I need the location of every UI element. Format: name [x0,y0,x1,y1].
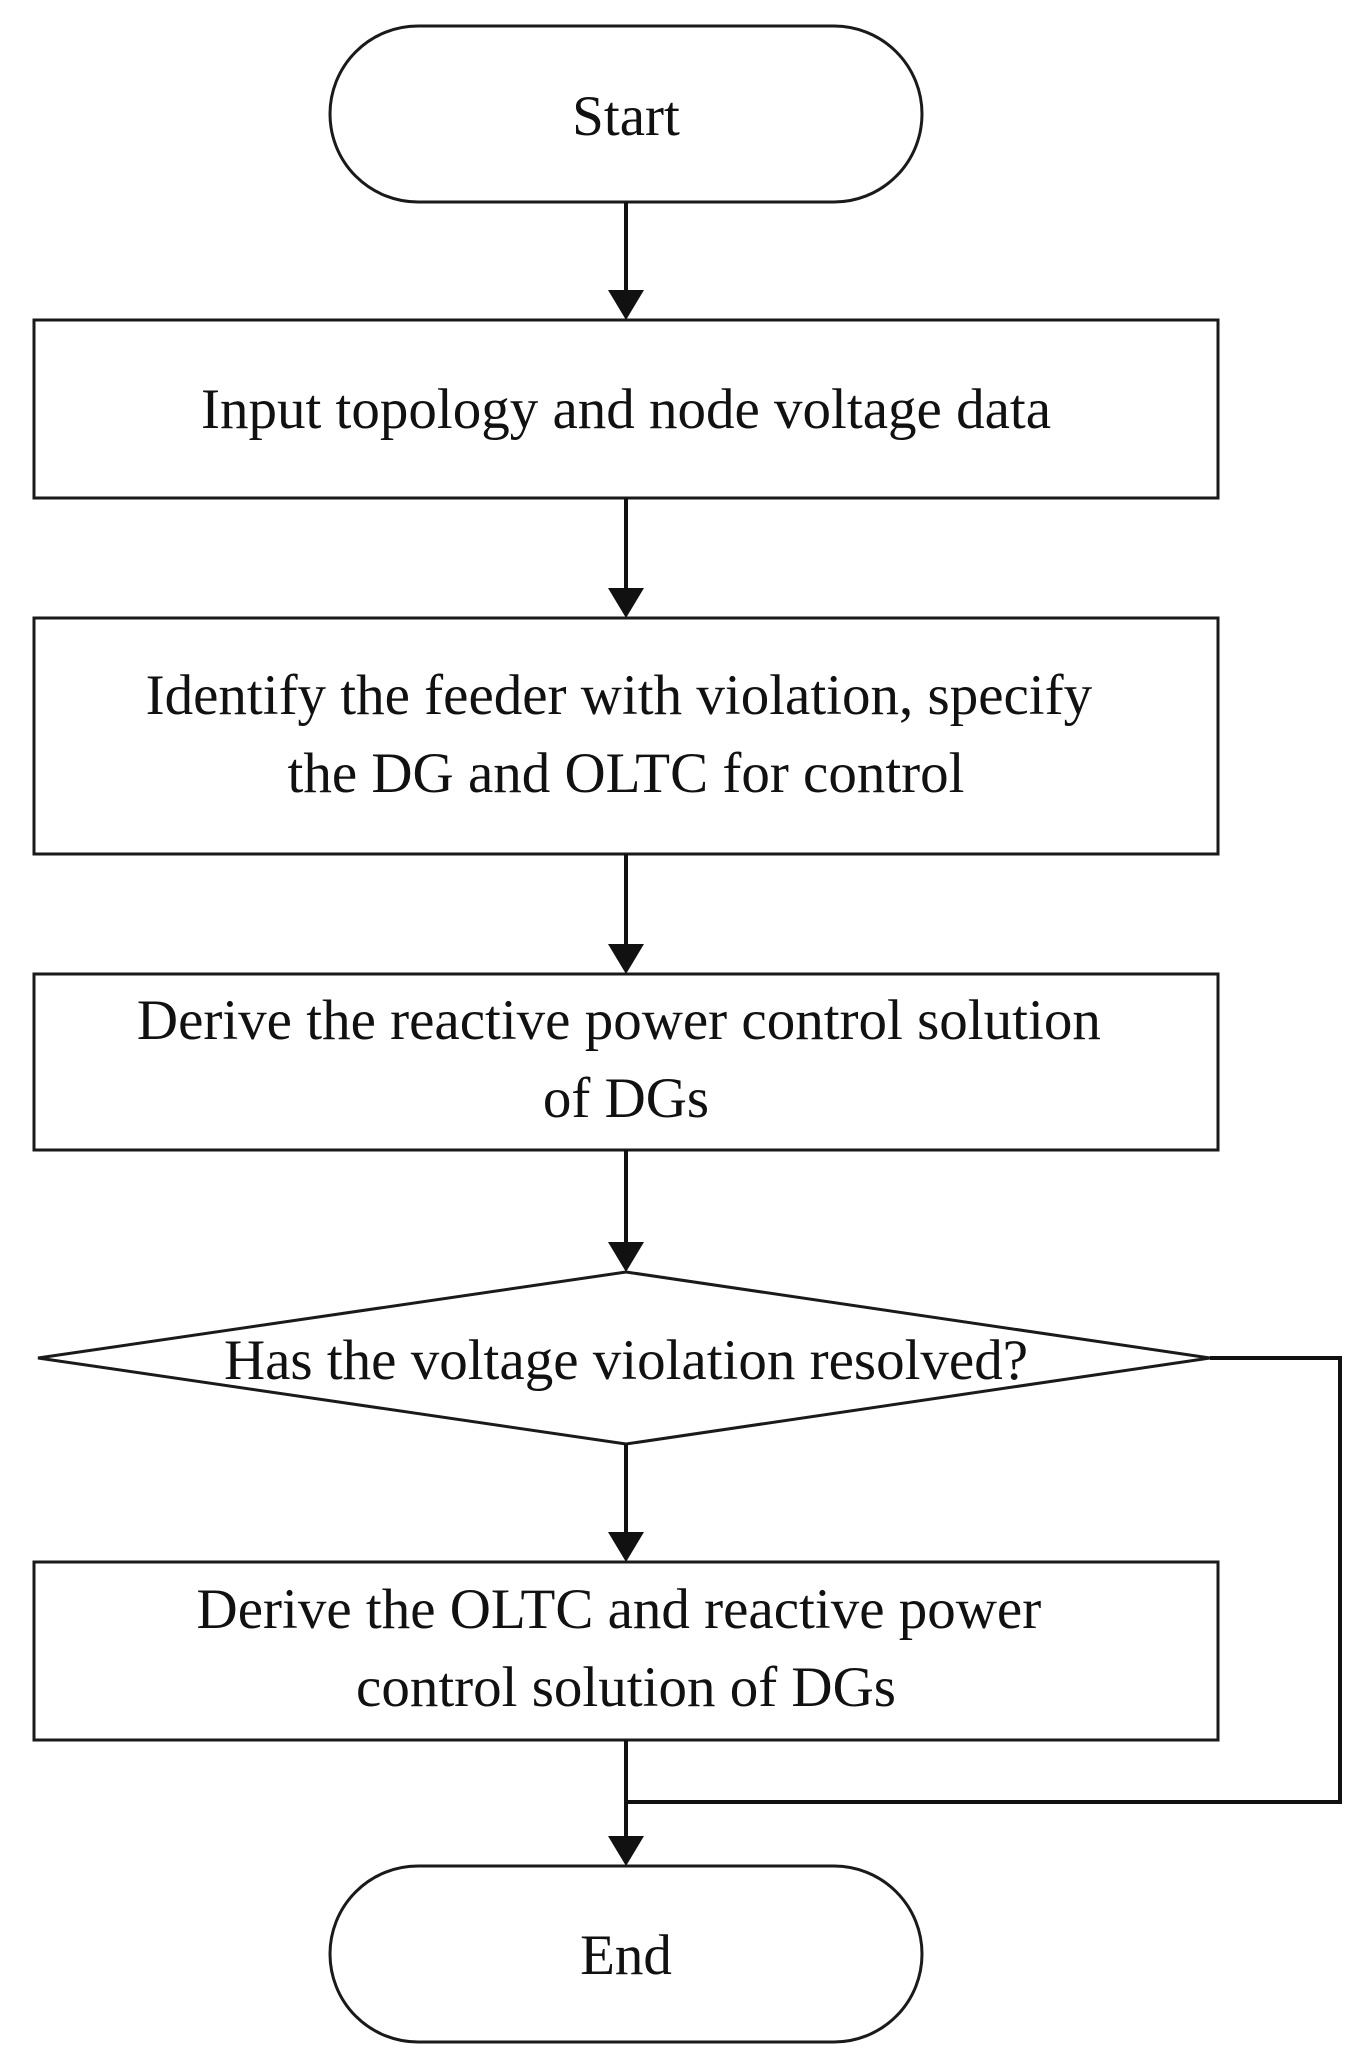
step-reactive-power: Derive the reactive power control soluti… [32,972,1220,1152]
bypass-connector [626,1356,1342,1804]
arrow-reactive-to-decision [608,1150,644,1272]
step-identify-line-1: Identify the feeder with violation, spec… [146,664,1093,727]
step-input-line-1: Input topology and node voltage data [201,378,1051,441]
step-oltc-line-2: control solution of DGs [356,1656,896,1719]
step-input-data: Input topology and node voltage data [32,318,1220,500]
arrow-input-to-identify [608,498,644,618]
start-label: Start [572,85,680,148]
step-reactive-line-1: Derive the reactive power control soluti… [137,989,1101,1052]
end-label: End [580,1924,672,1987]
step-oltc-line-1: Derive the OLTC and reactive power [197,1578,1042,1641]
step-oltc-label: Derive the OLTC and reactive power contr… [197,1578,1056,1719]
step-reactive-line-2: of DGs [543,1067,709,1130]
end-node: End [328,1864,924,2044]
decision-label: Has the voltage violation resolved? [224,1329,1028,1392]
start-node: Start [328,24,924,204]
step-identify-label: Identify the feeder with violation, spec… [146,664,1107,805]
step-identify-feeder: Identify the feeder with violation, spec… [32,616,1220,856]
step-input-label: Input topology and node voltage data [201,378,1051,441]
arrow-oltc-to-end [608,1740,644,1866]
step-identify-line-2: the DG and OLTC for control [287,742,964,805]
arrow-decision-to-oltc [608,1444,644,1562]
arrow-start-to-input [608,202,644,320]
step-reactive-label: Derive the reactive power control soluti… [137,989,1115,1130]
decision-voltage-resolved: Has the voltage violation resolved? [37,1270,1211,1446]
arrow-identify-to-reactive [608,854,644,974]
step-oltc-control: Derive the OLTC and reactive power contr… [32,1560,1220,1742]
